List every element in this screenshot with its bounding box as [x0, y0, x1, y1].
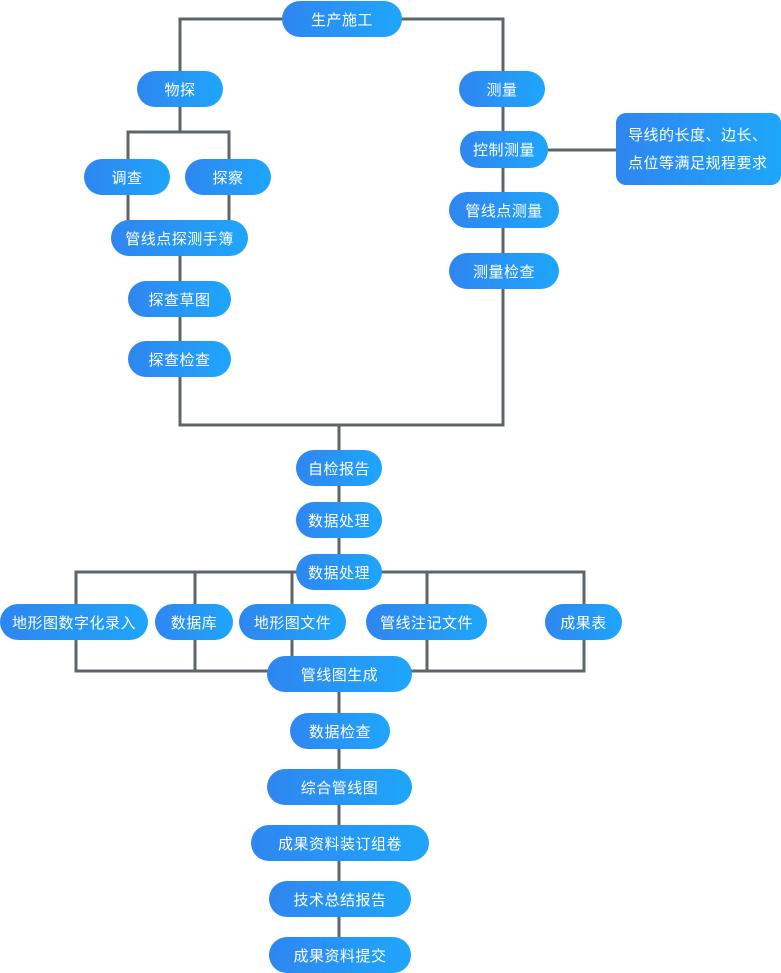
node-geophysical: 物探 — [137, 71, 223, 107]
node-terrain-file: 地形图文件 — [239, 604, 346, 640]
node-data-processing-2: 数据处理 — [296, 554, 382, 590]
node-database: 数据库 — [155, 604, 233, 640]
line-top-right — [400, 17, 505, 73]
node-probe-sketch: 探查草图 — [128, 281, 231, 317]
node-investigation: 调查 — [84, 159, 170, 195]
node-tech-summary: 技术总结报告 — [269, 881, 411, 917]
line-right-bottom — [337, 287, 505, 452]
node-construction: 生产施工 — [282, 1, 402, 37]
node-submit: 成果资料提交 — [269, 937, 411, 973]
node-composite-pipe-map: 综合管线图 — [267, 769, 412, 805]
line-top-left — [178, 17, 284, 73]
node-pipe-point-survey: 管线点测量 — [449, 192, 559, 228]
node-control-survey: 控制测量 — [460, 131, 548, 168]
node-terrain-digitize: 地形图数字化录入 — [0, 604, 148, 640]
line-geo-split — [126, 130, 231, 161]
node-survey-measure: 测量 — [459, 71, 545, 107]
node-self-check-report: 自检报告 — [296, 450, 382, 486]
node-pipe-map-generate: 管线图生成 — [267, 656, 412, 692]
node-probe-check: 探查检查 — [128, 341, 231, 377]
node-binding: 成果资料装订组卷 — [251, 825, 429, 861]
node-requirement-note: 导线的长度、边长、点位等满足规程要求 — [616, 113, 781, 185]
node-probing: 探察 — [185, 159, 271, 195]
line-left-bottom — [178, 375, 341, 427]
node-pipe-annotation-file: 管线注记文件 — [366, 604, 487, 640]
node-data-processing-1: 数据处理 — [296, 502, 382, 538]
node-data-check: 数据检查 — [290, 713, 390, 749]
node-pipe-point-probe-book: 管线点探测手簿 — [111, 220, 248, 256]
node-result-table: 成果表 — [545, 604, 622, 640]
node-survey-check: 测量检查 — [449, 253, 559, 289]
